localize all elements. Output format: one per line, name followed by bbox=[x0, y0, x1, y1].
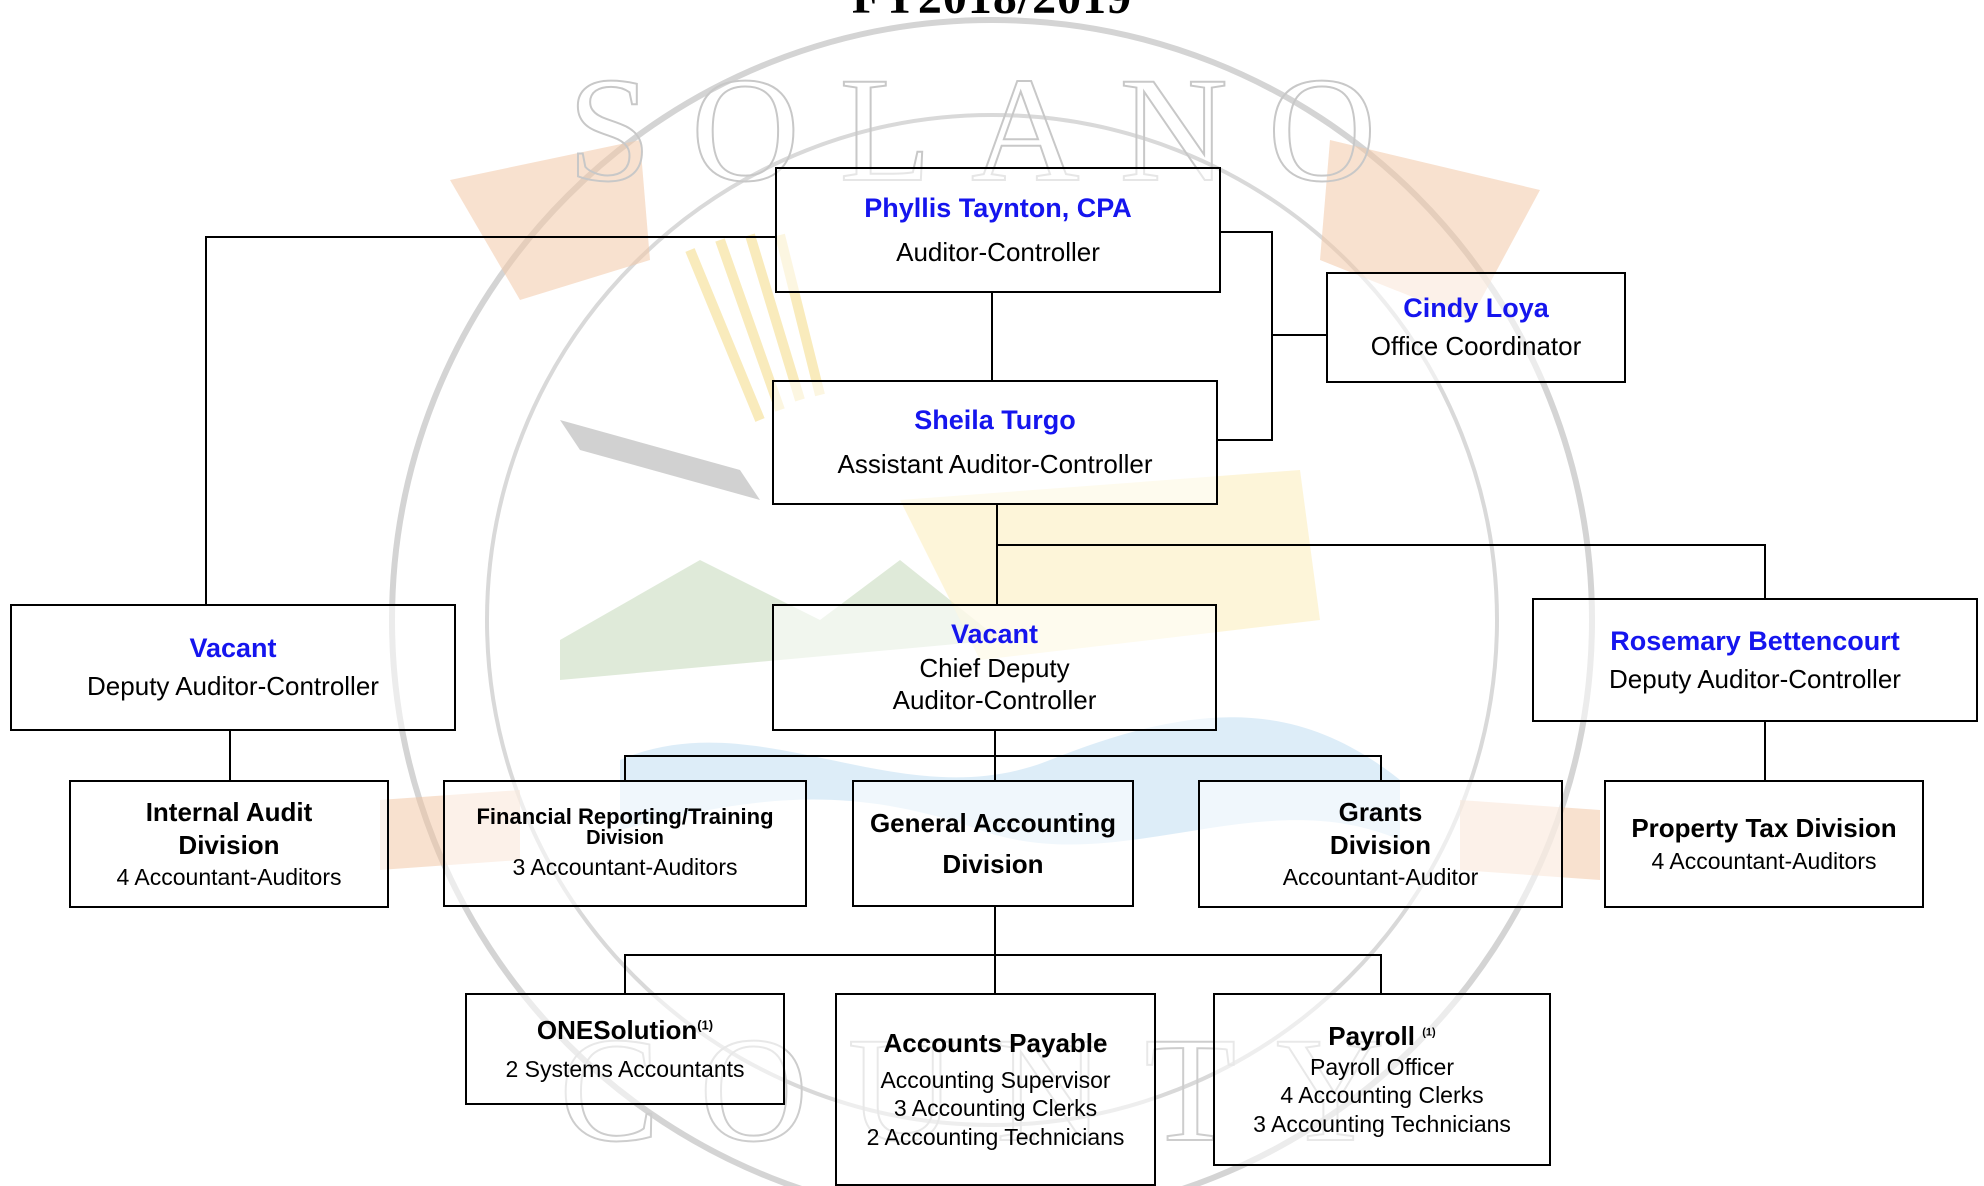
grants-division-box: Grants Division Accountant-Auditor bbox=[1198, 780, 1563, 908]
payroll-staff-2: 4 Accounting Clerks bbox=[1280, 1082, 1484, 1109]
office-coordinator-box: Cindy Loya Office Coordinator bbox=[1326, 272, 1626, 383]
grants-staff: Accountant-Auditor bbox=[1282, 864, 1479, 891]
assistant-auditor-name: Sheila Turgo bbox=[914, 405, 1076, 436]
connector-auditor-to-deputy-left bbox=[205, 236, 775, 604]
chief-deputy-role-line2: Auditor-Controller bbox=[892, 685, 1097, 716]
chief-deputy-name: Vacant bbox=[950, 619, 1039, 650]
property-tax-staff: 4 Accountant-Auditors bbox=[1651, 847, 1877, 874]
payroll-footnote-marker: (1) bbox=[1422, 1026, 1436, 1039]
payroll-staff-3: 3 Accounting Technicians bbox=[1253, 1111, 1511, 1138]
general-accounting-title-line1: General Accounting bbox=[869, 808, 1117, 838]
connector-general-to-units bbox=[624, 906, 1382, 993]
chart-title: FY2018/2019 bbox=[0, 0, 1984, 25]
internal-audit-staff: 4 Accountant-Auditors bbox=[116, 864, 342, 891]
financial-reporting-division-box: Financial Reporting/Training Division 3 … bbox=[443, 780, 807, 907]
office-coordinator-name: Cindy Loya bbox=[1403, 293, 1549, 324]
payroll-title: Payroll (1) bbox=[1328, 1020, 1435, 1053]
deputy-right-name: Rosemary Bettencourt bbox=[1610, 625, 1900, 656]
internal-audit-title-line1: Internal Audit bbox=[145, 797, 313, 828]
financial-reporting-staff: 3 Accountant-Auditors bbox=[512, 854, 738, 881]
deputy-right-role: Deputy Auditor-Controller bbox=[1609, 663, 1901, 694]
onesolution-title: ONESolution(1) bbox=[537, 1014, 713, 1047]
onesolution-box: ONESolution(1) 2 Systems Accountants bbox=[465, 993, 785, 1105]
auditor-controller-role: Auditor-Controller bbox=[896, 236, 1100, 267]
onesolution-title-text: ONESolution bbox=[536, 1015, 698, 1046]
payroll-staff-1: Payroll Officer bbox=[1309, 1053, 1454, 1080]
seal-banner-left bbox=[450, 140, 650, 300]
connector-coordinator-bracket bbox=[1218, 231, 1326, 441]
accounts-payable-staff-2: 3 Accounting Clerks bbox=[893, 1095, 1098, 1122]
accounts-payable-staff-3: 2 Accounting Technicians bbox=[866, 1124, 1125, 1151]
deputy-left-role: Deputy Auditor-Controller bbox=[87, 671, 379, 702]
deputy-left-box: Vacant Deputy Auditor-Controller bbox=[10, 604, 456, 731]
onesolution-staff: 2 Systems Accountants bbox=[505, 1055, 745, 1082]
deputy-right-box: Rosemary Bettencourt Deputy Auditor-Cont… bbox=[1532, 598, 1978, 722]
seal-sunrays bbox=[685, 233, 825, 422]
payroll-title-text: Payroll bbox=[1328, 1021, 1416, 1052]
onesolution-footnote-marker: (1) bbox=[697, 1017, 714, 1033]
internal-audit-title-line2: Division bbox=[178, 829, 280, 860]
grants-title-line1: Grants bbox=[1338, 797, 1423, 828]
general-accounting-division-box: General Accounting Division bbox=[852, 780, 1134, 907]
general-accounting-title-line2: Division bbox=[942, 848, 1044, 879]
financial-reporting-title-line1: Financial Reporting/Training bbox=[476, 804, 774, 830]
accounts-payable-staff-1: Accounting Supervisor bbox=[880, 1066, 1111, 1093]
deputy-left-name: Vacant bbox=[189, 633, 277, 664]
assistant-auditor-box: Sheila Turgo Assistant Auditor-Controlle… bbox=[772, 380, 1218, 505]
grants-title-line2: Division bbox=[1329, 829, 1432, 860]
internal-audit-division-box: Internal Audit Division 4 Accountant-Aud… bbox=[69, 780, 389, 908]
accounts-payable-box: Accounts Payable Accounting Supervisor 3… bbox=[835, 993, 1156, 1186]
assistant-auditor-role: Assistant Auditor-Controller bbox=[837, 449, 1153, 480]
seal-airplane bbox=[560, 420, 760, 500]
office-coordinator-role: Office Coordinator bbox=[1370, 331, 1582, 362]
financial-reporting-title-line2: Division bbox=[586, 827, 664, 850]
connector-chief-to-divisions bbox=[624, 731, 1382, 780]
property-tax-division-box: Property Tax Division 4 Accountant-Audit… bbox=[1604, 780, 1924, 908]
chief-deputy-box: Vacant Chief Deputy Auditor-Controller bbox=[772, 604, 1217, 731]
auditor-controller-name: Phyllis Taynton, CPA bbox=[864, 192, 1132, 223]
payroll-box: Payroll (1) Payroll Officer 4 Accounting… bbox=[1213, 993, 1551, 1166]
connector-assistant-to-deputy-right bbox=[997, 544, 1766, 598]
property-tax-title: Property Tax Division bbox=[1631, 813, 1897, 844]
accounts-payable-title: Accounts Payable bbox=[883, 1028, 1108, 1059]
auditor-controller-box: Phyllis Taynton, CPA Auditor-Controller bbox=[775, 167, 1221, 293]
chief-deputy-role-line1: Chief Deputy bbox=[919, 652, 1070, 683]
